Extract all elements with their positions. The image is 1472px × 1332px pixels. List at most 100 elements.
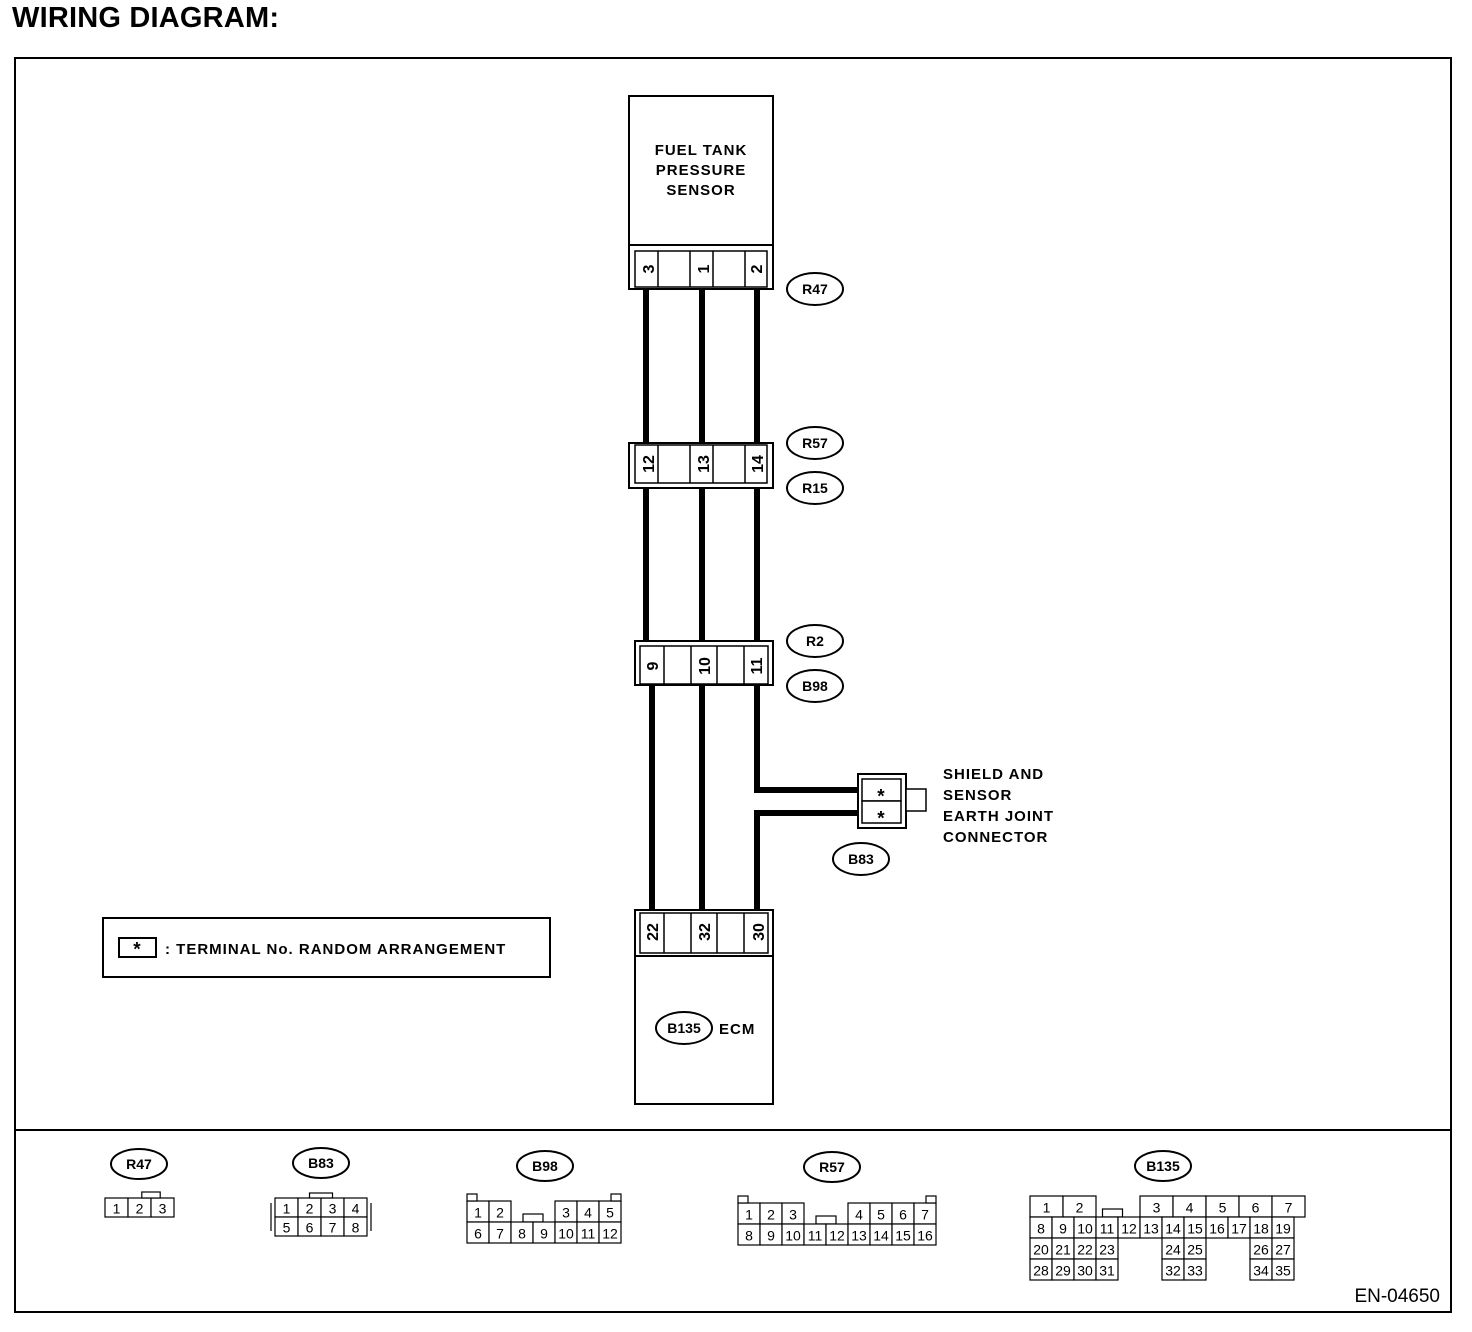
face-cell-label: 4 xyxy=(1186,1200,1194,1216)
face-cell-label: 26 xyxy=(1253,1242,1269,1258)
face-tag-b98: B98 xyxy=(516,1150,574,1182)
face-cell-label: 12 xyxy=(829,1228,845,1244)
face-tag-b83-text: B83 xyxy=(308,1155,334,1171)
face-cell-label: 3 xyxy=(329,1201,337,1217)
face-cell-label: 22 xyxy=(1077,1242,1093,1258)
ecm-unit: B135 ECM xyxy=(634,955,774,1105)
b135-pin-22: 22 xyxy=(645,923,662,941)
face-latch xyxy=(141,1191,161,1199)
wires-upper xyxy=(643,289,760,445)
b135-pin-30: 30 xyxy=(751,923,768,941)
face-key-slot xyxy=(1101,1208,1124,1218)
face-cell-label: 6 xyxy=(474,1226,482,1242)
face-cell-label: 6 xyxy=(899,1207,907,1223)
tag-r15: R15 xyxy=(786,471,844,505)
connector-r57-r15-block: 12 13 14 xyxy=(628,442,774,489)
legend-symbol: * xyxy=(133,940,141,961)
face-cell xyxy=(598,1221,622,1244)
face-cell-label: 11 xyxy=(1100,1221,1115,1237)
tag-b83-text: B83 xyxy=(848,851,874,867)
face-cell-label: 2 xyxy=(306,1201,314,1217)
face-corner-tab xyxy=(466,1193,478,1202)
face-cell xyxy=(343,1216,368,1237)
sensor-label-line-3: SENSOR xyxy=(666,182,735,199)
legend-text: : TERMINAL No. RANDOM ARRANGEMENT xyxy=(165,941,506,958)
face-cell-label: 28 xyxy=(1033,1263,1049,1279)
face-tag-r47-text: R47 xyxy=(126,1156,152,1172)
face-corner-tab xyxy=(925,1195,937,1204)
face-cell-label: 3 xyxy=(159,1201,167,1217)
face-cell xyxy=(150,1197,175,1218)
tag-r2: R2 xyxy=(786,624,844,658)
face-tag-b135: B135 xyxy=(1134,1150,1192,1182)
legend: * : TERMINAL No. RANDOM ARRANGEMENT xyxy=(102,917,551,978)
r57-pin-13: 13 xyxy=(696,455,713,473)
face-corner-tab xyxy=(737,1195,749,1204)
r2-pin-10: 10 xyxy=(697,657,714,675)
face-cell-label: 3 xyxy=(789,1207,797,1223)
tag-r57: R57 xyxy=(786,426,844,460)
face-cell-label: 1 xyxy=(474,1205,482,1221)
tag-b135 xyxy=(655,1011,713,1045)
tag-r47-text: R47 xyxy=(802,281,828,297)
sensor-label-line-1: FUEL TANK xyxy=(655,142,748,159)
face-cell-label: 25 xyxy=(1187,1242,1203,1258)
face-cell-label: 18 xyxy=(1253,1221,1269,1237)
wires-middle xyxy=(643,488,760,645)
face-cell-label: 12 xyxy=(1121,1221,1137,1237)
face-corner-tab xyxy=(610,1193,622,1202)
connector-r47-block: 3 1 2 xyxy=(628,244,774,290)
connector-b135-block: 22 32 30 xyxy=(634,909,774,957)
face-cell-label: 7 xyxy=(496,1226,504,1242)
tag-b98-text: B98 xyxy=(802,678,828,694)
tag-b98: B98 xyxy=(786,669,844,703)
face-cell-label: 8 xyxy=(1037,1221,1045,1237)
face-cell-label: 9 xyxy=(767,1228,775,1244)
r2-pin-9: 9 xyxy=(645,661,662,670)
face-cell-label: 12 xyxy=(602,1226,618,1242)
diagram-frame xyxy=(14,57,1452,1313)
face-cell-label: 15 xyxy=(1187,1221,1203,1237)
face-cell-label: 9 xyxy=(540,1226,548,1242)
face-cell-label: 8 xyxy=(352,1220,360,1236)
face-cell-label: 10 xyxy=(558,1226,574,1242)
face-cell-label: 29 xyxy=(1055,1263,1071,1279)
r47-pin-3: 3 xyxy=(641,264,658,273)
joint-label-line-3: EARTH JOINT xyxy=(943,808,1054,825)
face-cell-label: 16 xyxy=(917,1228,933,1244)
face-cell-label: 4 xyxy=(855,1207,863,1223)
face-cell-label: 35 xyxy=(1275,1263,1291,1279)
face-cell-label: 7 xyxy=(921,1207,929,1223)
face-cell-label: 34 xyxy=(1253,1263,1269,1279)
connector-b83-joint: * * xyxy=(857,773,927,830)
r57-pin-12: 12 xyxy=(641,455,658,473)
face-cell-label: 13 xyxy=(851,1228,867,1244)
face-cell-label: 1 xyxy=(283,1201,291,1217)
page-title: WIRING DIAGRAM: xyxy=(12,2,280,34)
joint-label-line-4: CONNECTOR xyxy=(943,829,1048,846)
b135-pin-32: 32 xyxy=(697,923,714,941)
face-key-slot xyxy=(815,1215,837,1225)
face-cell-label: 30 xyxy=(1077,1263,1093,1279)
tag-r2-text: R2 xyxy=(806,633,824,649)
face-cell xyxy=(1271,1258,1295,1281)
face-cell-label: 6 xyxy=(306,1220,314,1236)
face-cell-label: 5 xyxy=(877,1207,885,1223)
face-cell-label: 4 xyxy=(584,1205,592,1221)
r47-pin-1: 1 xyxy=(696,264,713,273)
face-tag-r57: R57 xyxy=(803,1151,861,1183)
face-cell-label: 17 xyxy=(1231,1221,1247,1237)
ecm-label: ECM xyxy=(719,1021,755,1038)
face-tag-b98-text: B98 xyxy=(532,1158,558,1174)
face-cell-label: 16 xyxy=(1209,1221,1225,1237)
face-cell-label: 7 xyxy=(329,1220,337,1236)
connector-r2-b98-block: 9 10 11 xyxy=(634,640,774,686)
face-cell-label: 14 xyxy=(873,1228,889,1244)
face-cell-label: 11 xyxy=(808,1228,823,1244)
wires-lower xyxy=(649,685,862,912)
